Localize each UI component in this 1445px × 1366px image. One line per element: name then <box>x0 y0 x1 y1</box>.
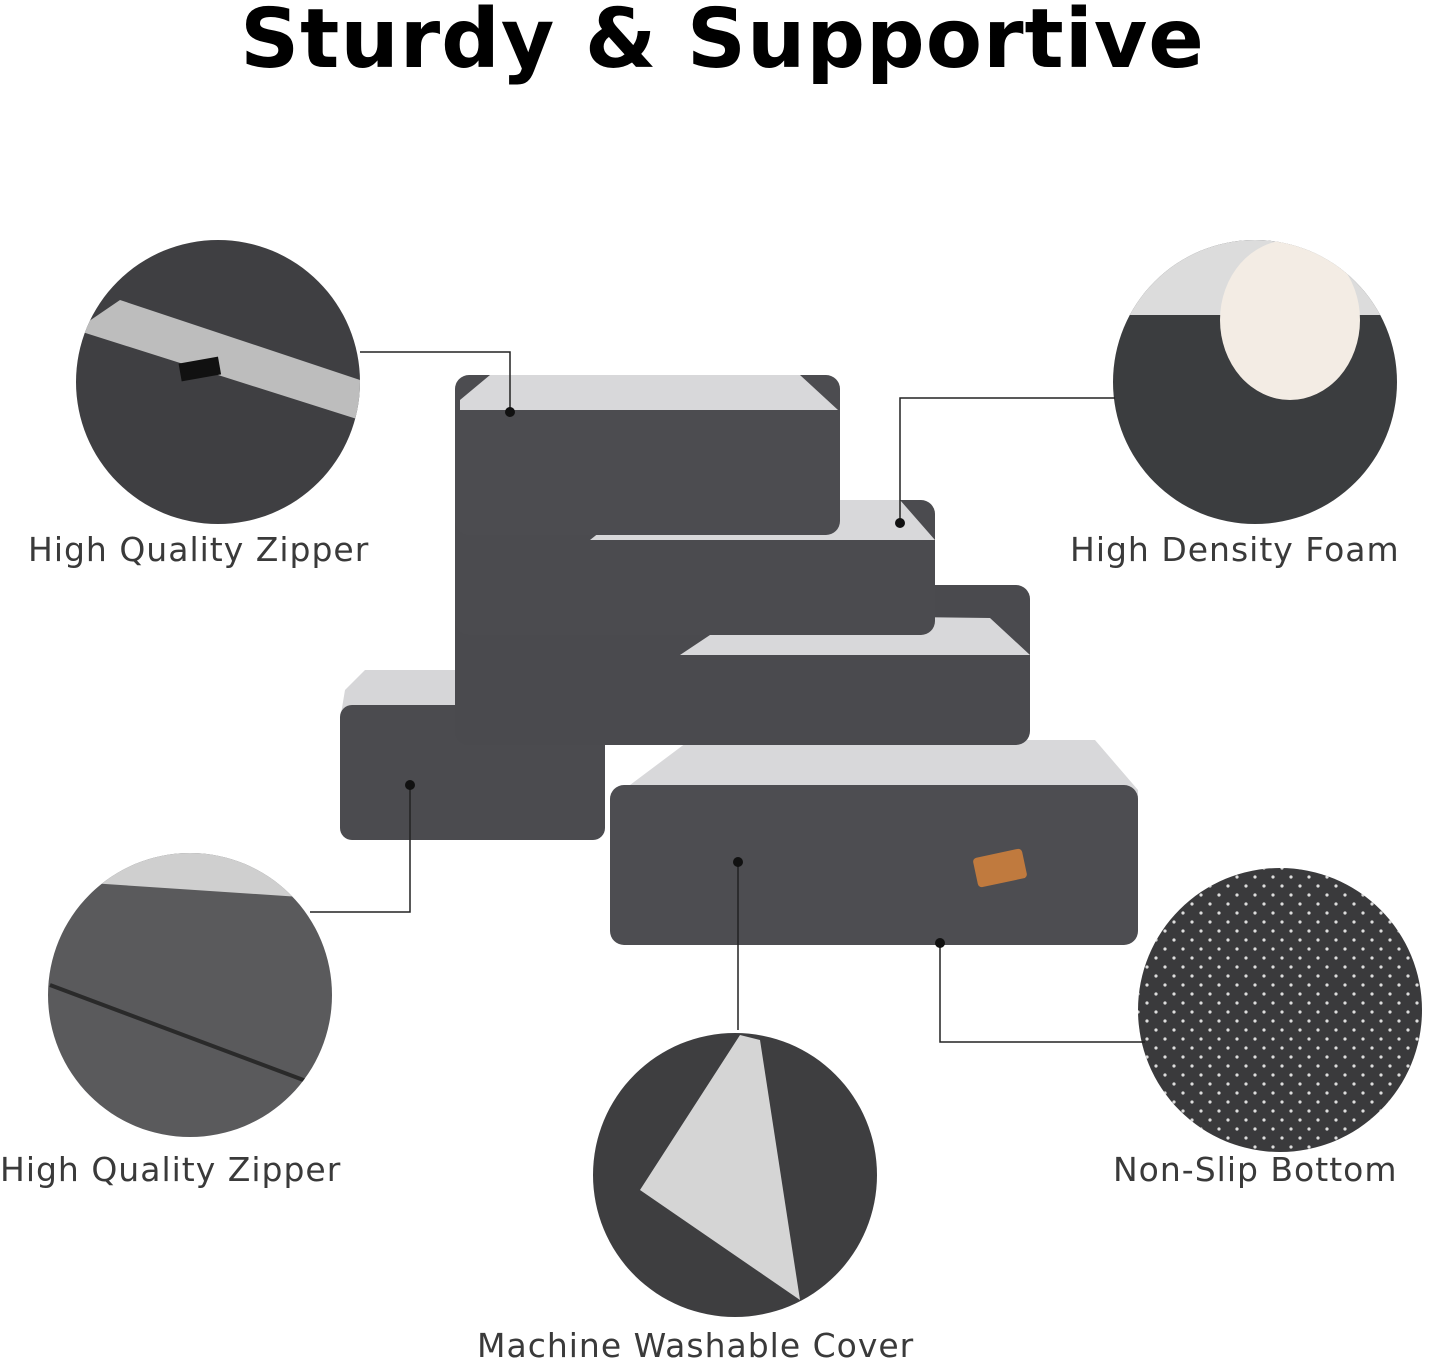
feature-label-foam: High Density Foam <box>1070 530 1400 569</box>
side-zipper-closeup-image <box>48 853 332 1137</box>
feature-label-non-slip: Non-Slip Bottom <box>1113 1150 1398 1189</box>
feature-label-zipper-side: High Quality Zipper <box>0 1150 342 1189</box>
zipper-closeup-image <box>76 240 360 524</box>
feature-label-washable: Machine Washable Cover <box>477 1326 915 1365</box>
foam-closeup-image <box>1113 240 1397 524</box>
page-title: Sturdy & Supportive <box>240 0 1205 87</box>
cover-closeup-image <box>593 1033 877 1317</box>
callout-lines <box>310 351 1145 1043</box>
non-slip-closeup-image <box>1138 868 1422 1152</box>
brand-logo-tag <box>973 848 1027 888</box>
feature-label-zipper-top: High Quality Zipper <box>28 530 370 569</box>
pet-stairs <box>340 375 1138 945</box>
